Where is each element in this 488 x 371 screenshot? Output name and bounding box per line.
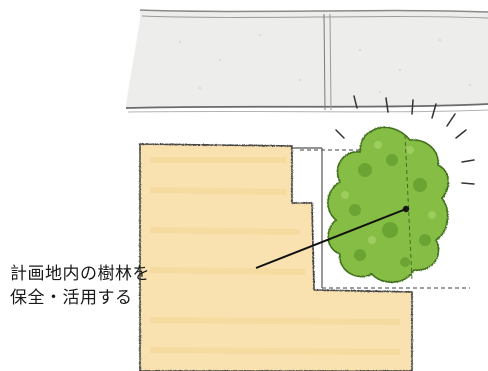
annotation-text: 計画地内の樹林を 保全・活用する — [10, 262, 150, 310]
road-pencil-dots — [179, 34, 471, 93]
tree-radiating-marks — [335, 95, 475, 185]
annotation-line-1: 計画地内の樹林を — [10, 264, 150, 284]
road — [125, 9, 488, 113]
tree-canopy — [327, 126, 450, 283]
building-footprint — [139, 143, 413, 371]
leader-line — [255, 208, 407, 269]
site-boundary — [292, 147, 470, 289]
annotation-line-2: 保全・活用する — [10, 288, 133, 308]
